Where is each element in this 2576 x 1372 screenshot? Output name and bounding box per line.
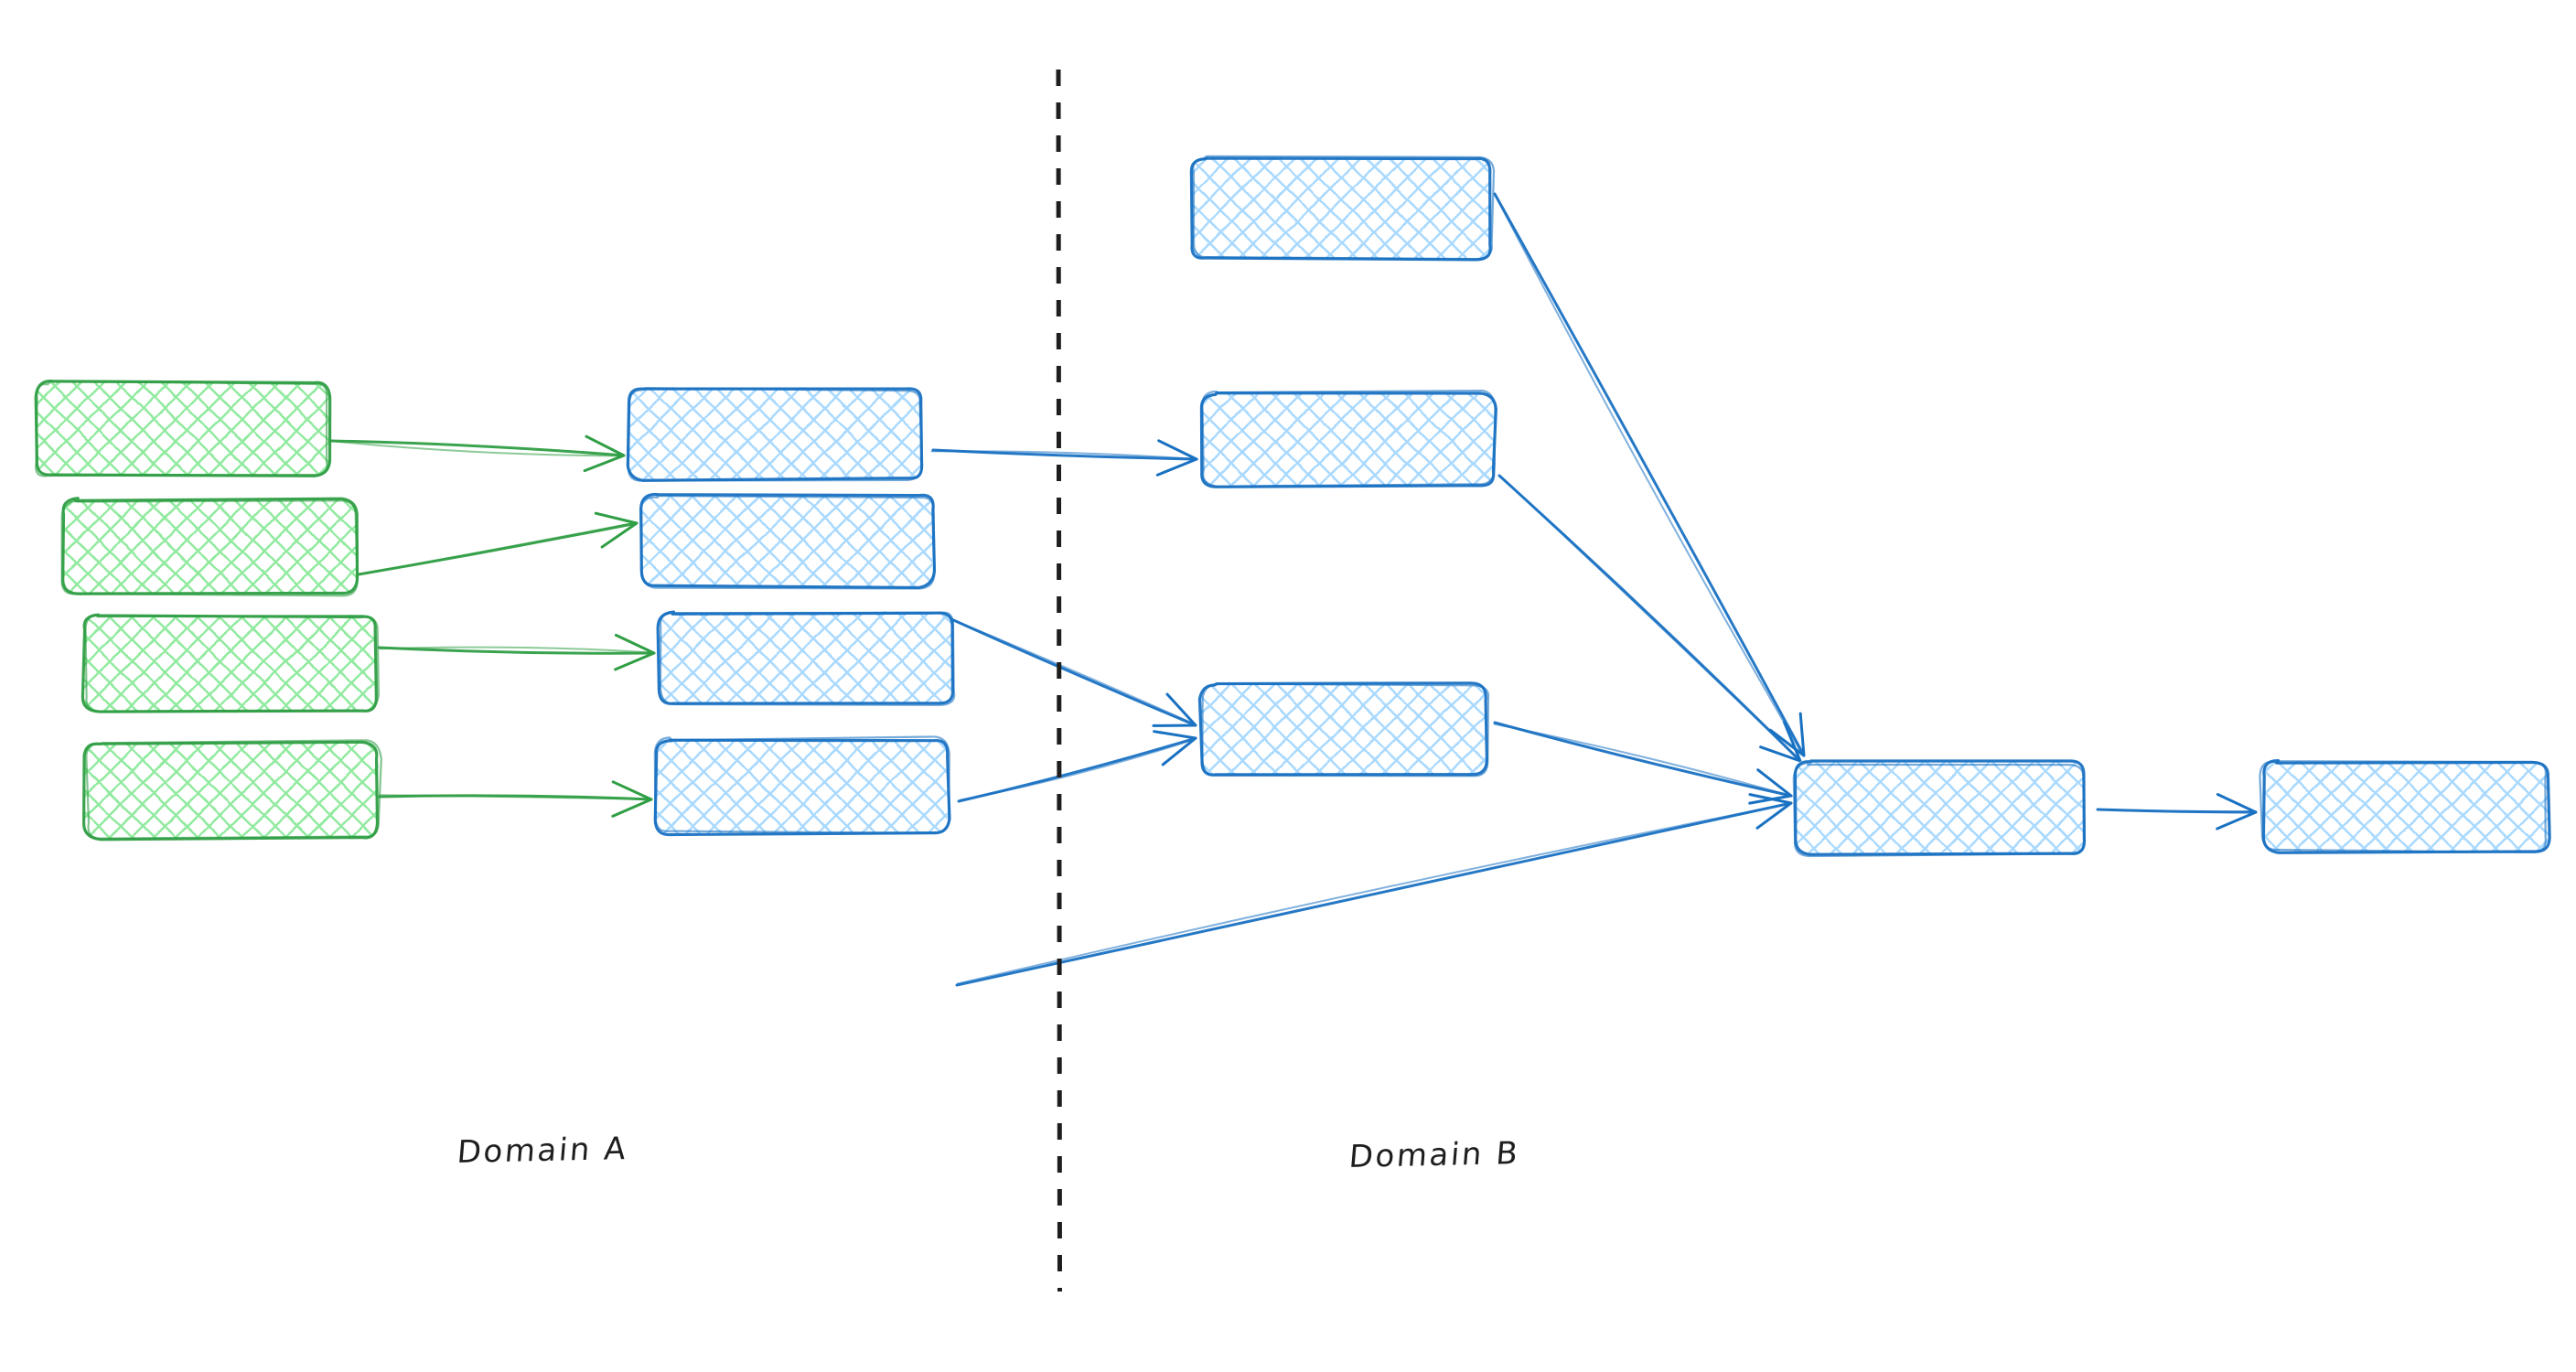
edge-e-bnode2-merge [1497,474,1802,763]
edge-e-stage4-merge [955,793,1793,987]
edge-e-bnode3-merge [1493,721,1793,805]
node-a-stage-3[interactable] [656,610,956,706]
node-a-stage-2[interactable] [639,492,937,590]
domain-b-label: Domain B [1347,1135,1521,1175]
node-a-source-1[interactable] [34,380,332,477]
edge-e-bnode1-merge [1493,192,1806,757]
node-b-merge[interactable] [1792,759,2087,858]
node-a-stage-1[interactable] [626,387,924,482]
edge-e-src3-stage3 [377,633,656,671]
nodes-layer [34,155,2551,858]
node-b-node-2[interactable] [1199,389,1497,488]
edge-e-src1-stage1 [329,434,626,473]
node-b-node-3[interactable] [1197,681,1490,777]
node-a-source-3[interactable] [80,613,381,713]
edge-e-merge-output [2096,793,2258,831]
node-a-stage-4[interactable] [653,735,951,837]
divider-layer [1056,69,1062,1292]
node-a-source-4[interactable] [82,739,382,841]
node-a-source-2[interactable] [60,497,360,597]
domain-a-label: Domain A [456,1131,629,1171]
node-b-output[interactable] [2259,759,2551,854]
node-b-node-1[interactable] [1189,155,1496,262]
edge-e-stage1-bnode2 [930,439,1198,477]
edge-e-stage2-bnode3 [939,613,1197,727]
edge-e-src2-stage2 [357,511,639,576]
domain-divider [1056,69,1062,1292]
edge-e-src4-stage4 [378,780,653,818]
edge-e-stage3-bnode3 [957,730,1197,803]
edges-layer [329,192,2258,987]
